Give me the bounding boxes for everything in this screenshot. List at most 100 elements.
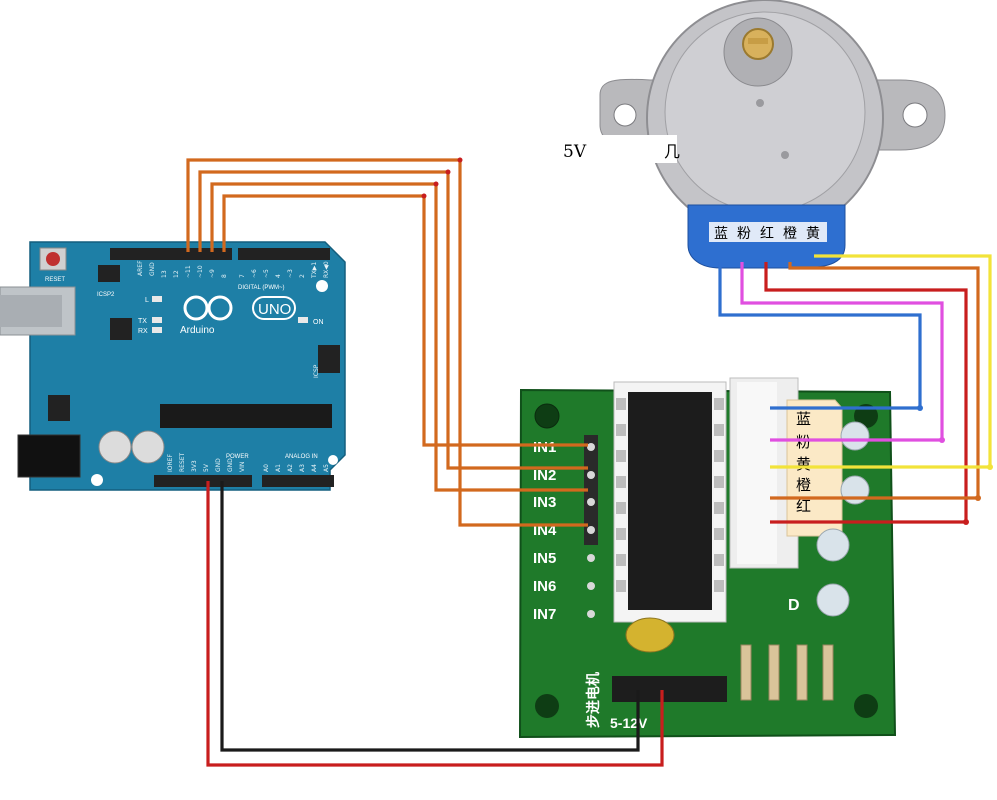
power-pin-label: 5V	[203, 463, 210, 472]
voltage-regulator	[48, 395, 70, 421]
ic-pin	[616, 554, 626, 566]
arduino-logo: Arduino UNO	[180, 295, 296, 336]
analog-header	[262, 475, 334, 487]
connector-orange-label: 橙	[796, 476, 811, 494]
ceramic-capacitor	[625, 617, 675, 653]
ic-pin	[714, 450, 724, 462]
input-label: IN6	[533, 578, 556, 595]
driver-mounting-hole	[535, 694, 559, 718]
motor-mount-hole-right	[902, 102, 928, 128]
wire-5v-red	[206, 481, 664, 767]
driver-mounting-hole	[854, 694, 878, 718]
power-pin-label: RESET	[179, 452, 186, 472]
input-pin	[587, 582, 595, 590]
analog-pin-label: A1	[275, 464, 282, 472]
motor-wire-pink-label: 粉	[737, 226, 751, 242]
resistors	[740, 644, 834, 701]
input-pin	[587, 498, 595, 506]
analog-pin-label: A5	[323, 464, 330, 472]
mounting-hole	[316, 280, 328, 292]
capacitor	[98, 430, 132, 464]
power-pin-label: GND	[227, 458, 234, 472]
motor-shaft-flat	[748, 38, 768, 44]
digital-pin-label: 13	[161, 270, 168, 278]
motor-wire-yellow-label: 黄	[806, 225, 820, 242]
atmega-chip	[160, 404, 332, 428]
ic-pin	[714, 528, 724, 540]
ic-pin	[714, 398, 724, 410]
led-l	[152, 296, 162, 302]
connector-yellow-label: 黄	[796, 455, 811, 473]
input-pin	[587, 610, 595, 618]
digital-pin-label: ~3	[287, 269, 294, 278]
input-label: IN1	[533, 439, 556, 456]
infinity-left-icon	[183, 295, 209, 321]
driver-mounting-hole	[534, 403, 560, 429]
led-tx	[152, 317, 162, 323]
input-label: IN3	[533, 494, 556, 511]
motor-wire-orange-label: 橙	[783, 226, 797, 242]
digital-pin-label: TX▶1	[311, 262, 318, 279]
connector-pink-label: 粉	[796, 433, 811, 451]
power-pin-label: GND	[215, 458, 222, 472]
icsp2-label: ICSP2	[97, 292, 115, 298]
ic-pin	[714, 502, 724, 514]
wire-motor-yellow	[770, 254, 992, 469]
power-header	[154, 475, 252, 487]
uln2003-chip	[628, 392, 712, 610]
digital-pin-label: 4	[275, 274, 282, 278]
input-label: IN5	[533, 550, 556, 567]
ic-pin	[616, 398, 626, 410]
reset-button-cap[interactable]	[46, 252, 60, 266]
ic-pin	[616, 580, 626, 592]
motor-wire-red-label: 红	[760, 226, 774, 242]
digital-pin-label: ~11	[185, 265, 192, 278]
motor-rivet	[781, 151, 789, 159]
motor-connector-shroud	[737, 382, 777, 564]
input-label: IN7	[533, 606, 556, 623]
power-pin-label: 3V3	[191, 460, 198, 472]
icsp-header	[318, 345, 340, 373]
input-pin	[587, 554, 595, 562]
motor-label-suffix: 几	[664, 142, 680, 161]
analog-header-label: ANALOG IN	[285, 454, 318, 460]
ic-pin	[714, 554, 724, 566]
d-label: D	[788, 597, 800, 614]
input-pin	[587, 443, 595, 451]
motor-voltage-label: 5V	[563, 142, 587, 162]
digital-pin-label: ~9	[209, 269, 216, 278]
ic-pin	[714, 424, 724, 436]
gnd-label: GND	[149, 262, 156, 276]
digital-pin-label: RX◀0	[323, 261, 330, 278]
led-rx-label: RX	[138, 328, 148, 335]
on-led-label: ON	[313, 319, 324, 326]
power-pin-label: VIN	[239, 462, 246, 472]
stepper-motor: 5V 几 蓝 粉 红 橙 黄	[563, 0, 946, 269]
digital-header-right	[238, 248, 330, 260]
usb-chip	[110, 318, 132, 340]
infinity-right-icon	[207, 295, 233, 321]
wire-motor-red	[764, 262, 968, 524]
digital-pin-label: ~6	[251, 269, 258, 278]
on-led	[298, 317, 308, 323]
digital-pin-label: 7	[239, 274, 246, 278]
motor-label-patch	[592, 135, 677, 163]
digital-header-label: DIGITAL (PWM~)	[238, 285, 285, 291]
power-jumper-header	[612, 676, 727, 702]
wire-motor-orange	[770, 262, 980, 500]
ic-pin	[714, 580, 724, 592]
wire-gnd-black	[220, 481, 640, 752]
indicator-led	[840, 421, 870, 451]
ic-pin	[616, 450, 626, 462]
indicator-led	[816, 528, 850, 562]
uno-badge	[252, 296, 296, 320]
ic-pin	[616, 476, 626, 488]
led-l-label: L	[145, 297, 149, 304]
driver-side-label: 步进电机	[585, 672, 601, 728]
motor-mount-hole-left	[613, 103, 637, 127]
digital-pin-label: 8	[221, 274, 228, 278]
driver-power-label: 5-12V	[610, 715, 648, 731]
